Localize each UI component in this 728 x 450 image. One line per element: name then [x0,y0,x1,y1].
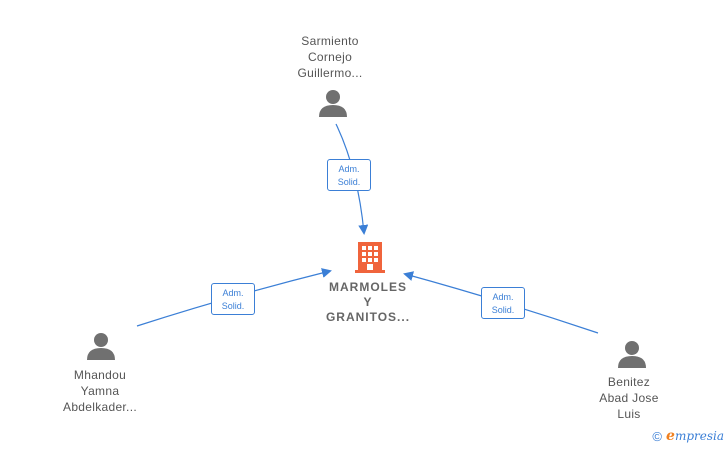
person-icon[interactable] [86,331,116,361]
person-name-mhandou[interactable]: Mhandou Yamna Abdelkader... [63,368,137,414]
building-icon[interactable] [355,240,385,274]
brand-logo: empresia [666,428,724,444]
person-name-sarmiento[interactable]: Sarmiento Cornejo Guillermo... [297,34,363,80]
person-icon[interactable] [318,88,348,118]
empresia-brand[interactable]: © empresia [652,428,724,444]
relation-label-benitez[interactable]: Adm. Solid. [481,287,525,319]
company-name[interactable]: MARMOLES Y GRANITOS... [325,280,411,324]
relation-label-sarmiento[interactable]: Adm. Solid. [327,159,371,191]
person-name-benitez[interactable]: Benitez Abad Jose Luis [599,375,659,421]
person-icon[interactable] [617,339,647,369]
relation-label-mhandou[interactable]: Adm. Solid. [211,283,255,315]
copyright-symbol: © [652,428,663,444]
